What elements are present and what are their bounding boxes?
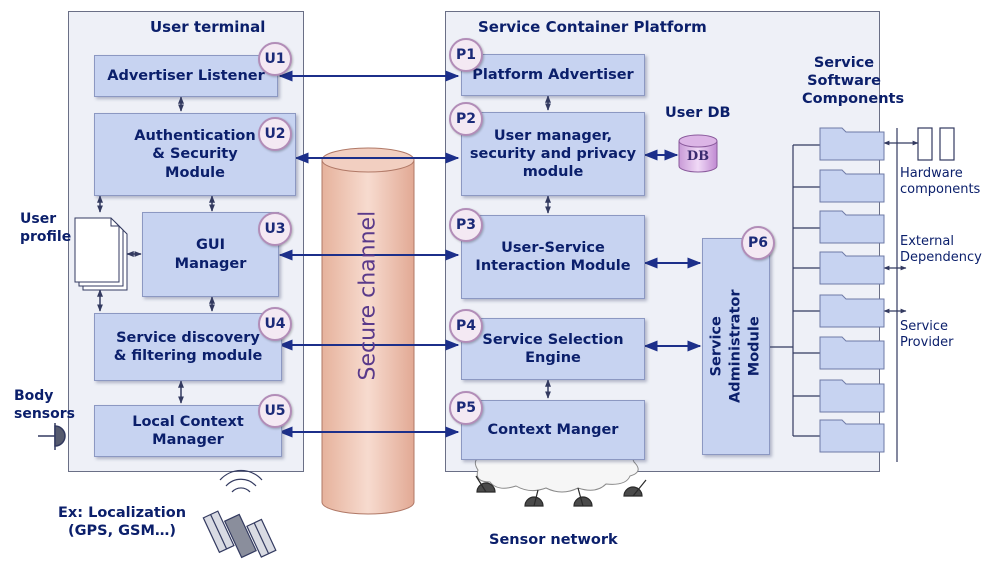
service-selection-engine-module: Service Selection Engine [461, 318, 645, 380]
authentication-security-module: Authentication & Security Module [94, 113, 296, 196]
context-manager-module: Context Manger [461, 400, 645, 460]
user-profile-label: User profile [20, 211, 72, 245]
user-manager-label: User manager, security and privacy modul… [469, 127, 637, 181]
platform-advertiser-label: Platform Advertiser [472, 66, 634, 83]
service-administrator-label: Service Administrator Module [708, 289, 763, 404]
service-selection-engine-label: Service Selection Engine [482, 331, 624, 366]
folder-8 [819, 419, 885, 453]
local-context-manager-label: Local Context Manager [132, 413, 244, 448]
advertiser-listener-module: Advertiser Listener [94, 55, 278, 97]
folder-2 [819, 169, 885, 203]
satellite-icon [202, 470, 277, 559]
badge-p3: P3 [449, 208, 483, 242]
authentication-security-label: Authentication & Security Module [134, 128, 256, 181]
service-discovery-label: Service discovery & filtering module [113, 329, 263, 364]
local-context-manager-module: Local Context Manager [94, 405, 282, 457]
user-db-label: User DB [665, 105, 731, 121]
body-sensor-icon [38, 423, 66, 450]
sensor-network-nodes [475, 475, 647, 507]
badge-u4: U4 [258, 307, 292, 341]
sensor-network-label: Sensor network [489, 532, 618, 548]
folder-7 [819, 379, 885, 413]
platform-advertiser-module: Platform Advertiser [461, 54, 645, 96]
service-software-components-label: Service Software Components [802, 55, 905, 108]
advertiser-listener-label: Advertiser Listener [107, 67, 265, 84]
folder-4 [819, 251, 885, 285]
context-manager-label: Context Manger [487, 421, 619, 438]
gui-manager-module: GUI Manager [142, 212, 279, 297]
badge-p2: P2 [449, 102, 483, 136]
body-sensors-label: Body sensors [14, 388, 75, 422]
hardware-components-icon [917, 127, 955, 161]
db-cylinder-text: DB [686, 149, 710, 164]
badge-u3: U3 [258, 212, 292, 246]
secure-channel-label: Secure channel [355, 210, 381, 381]
user-profile-document-icon [74, 217, 128, 291]
folder-3 [819, 210, 885, 244]
service-discovery-module: Service discovery & filtering module [94, 313, 282, 381]
user-manager-module: User manager, security and privacy modul… [461, 112, 645, 196]
user-db-cylinder [678, 134, 718, 173]
badge-p4: P4 [449, 309, 483, 343]
external-dependency-label: External Dependency [900, 234, 982, 265]
user-service-interaction-label: User-Service Interaction Module [475, 239, 631, 274]
localization-label: Ex: Localization (GPS, GSM…) [58, 505, 187, 540]
user-service-interaction-module: User-Service Interaction Module [461, 215, 645, 299]
badge-u5: U5 [258, 394, 292, 428]
badge-u2: U2 [258, 117, 292, 151]
platform-title: Service Container Platform [478, 18, 707, 36]
gui-manager-label: GUI Manager [174, 237, 247, 272]
badge-p6: P6 [741, 226, 775, 260]
badge-p1: P1 [449, 38, 483, 72]
folder-5 [819, 294, 885, 328]
service-provider-label: Service Provider [900, 319, 954, 350]
folder-1 [819, 127, 885, 161]
hardware-components-label: Hardware components [900, 166, 981, 197]
user-terminal-title: User terminal [150, 18, 266, 36]
badge-u1: U1 [258, 42, 292, 76]
service-administrator-module: Service Administrator Module [702, 238, 770, 455]
folder-6 [819, 336, 885, 370]
badge-p5: P5 [449, 391, 483, 425]
service-component-folders [819, 127, 885, 453]
